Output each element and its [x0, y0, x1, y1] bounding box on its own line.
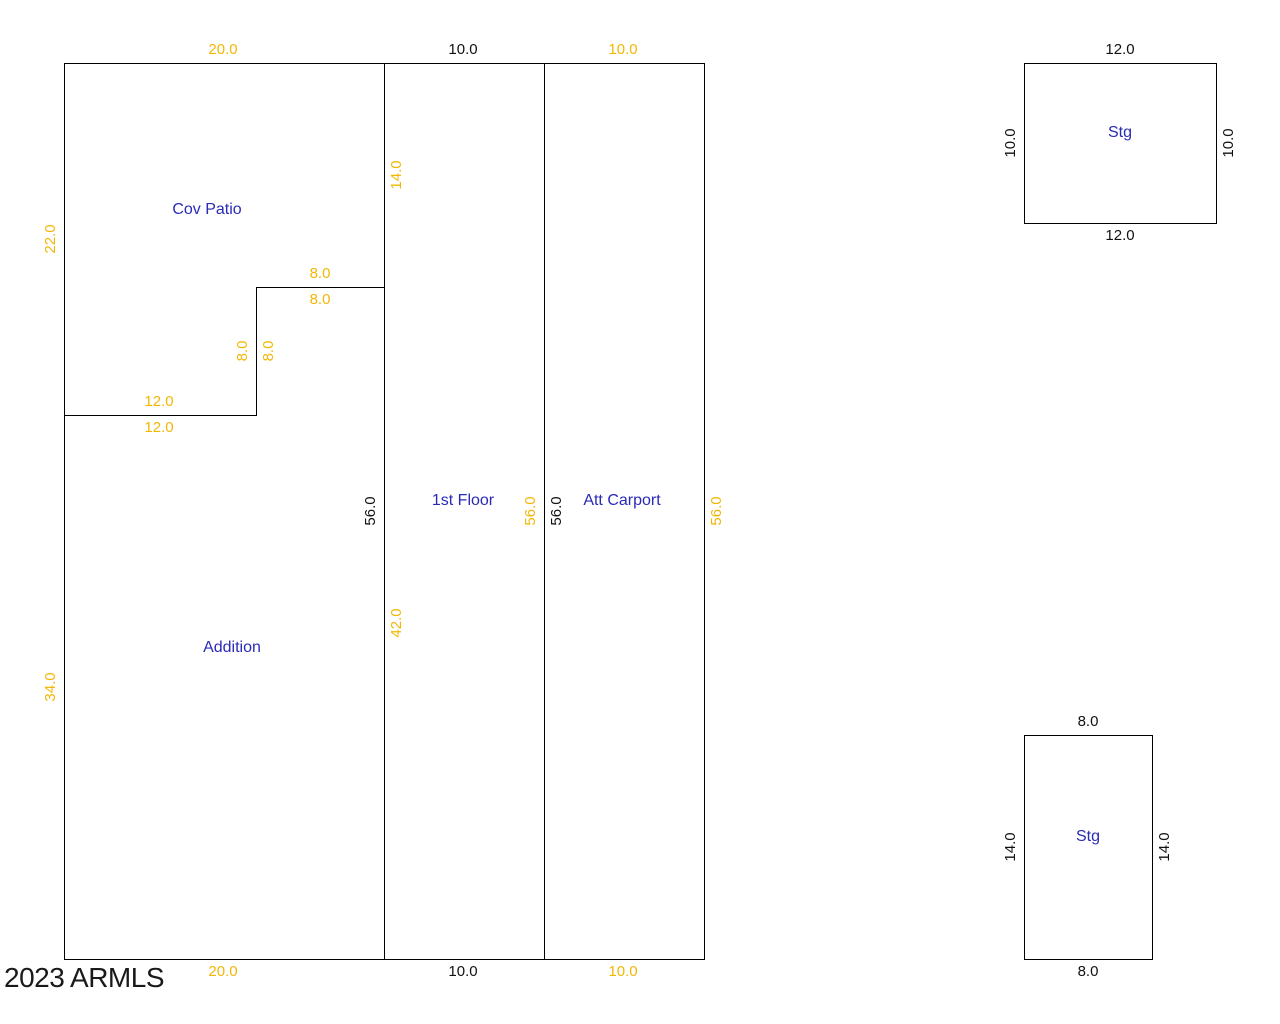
dim-carport-bottom: 10.0 [608, 963, 637, 980]
room-label-1st-floor: 1st Floor [432, 492, 495, 509]
dim-floor-top: 10.0 [448, 41, 477, 58]
dim-patio-step-left: 8.0 [234, 341, 251, 362]
copyright-notice: 2023 ARMLS [4, 962, 165, 993]
dim-addition-bottom: 20.0 [208, 963, 237, 980]
dim-addition-right-full: 56.0 [362, 496, 379, 525]
dim-patio-right: 14.0 [388, 160, 405, 189]
dim-patio-low-top: 12.0 [144, 393, 173, 410]
dim-addition-left: 34.0 [42, 672, 59, 701]
dim-patio-top: 20.0 [208, 41, 237, 58]
dim-stg1-right: 10.0 [1220, 128, 1237, 157]
dim-stg1-left: 10.0 [1002, 128, 1019, 157]
room-label-cov-patio: Cov Patio [172, 201, 241, 218]
room-label-att-carport: Att Carport [583, 492, 661, 509]
dim-stg2-left: 14.0 [1002, 832, 1019, 861]
room-label-stg-bottom: Stg [1076, 828, 1100, 845]
main-structure-walls [64, 63, 705, 960]
dim-carport-right: 56.0 [708, 496, 725, 525]
storage-bottom-outline [1024, 735, 1153, 960]
dim-addition-step-right: 8.0 [260, 341, 277, 362]
dim-carport-top: 10.0 [608, 41, 637, 58]
dim-stg1-bottom: 12.0 [1105, 227, 1134, 244]
wall-patio-addition-step [64, 287, 385, 416]
dim-stg2-right: 14.0 [1156, 832, 1173, 861]
room-label-addition: Addition [203, 639, 261, 656]
dim-patio-left: 22.0 [42, 224, 59, 253]
dim-addition-right-lower: 42.0 [388, 608, 405, 637]
dim-addition-step-top: 8.0 [310, 291, 331, 308]
dim-floor-right: 56.0 [522, 496, 539, 525]
dim-stg2-top: 8.0 [1078, 713, 1099, 730]
dim-stg2-bottom: 8.0 [1078, 963, 1099, 980]
storage-top-outline [1024, 63, 1217, 224]
room-label-stg-top: Stg [1108, 124, 1132, 141]
dim-patio-step-top: 8.0 [310, 265, 331, 282]
dim-addition-top: 12.0 [144, 419, 173, 436]
dim-stg1-top: 12.0 [1105, 41, 1134, 58]
dim-floor-bottom: 10.0 [448, 963, 477, 980]
dim-carport-left: 56.0 [548, 496, 565, 525]
